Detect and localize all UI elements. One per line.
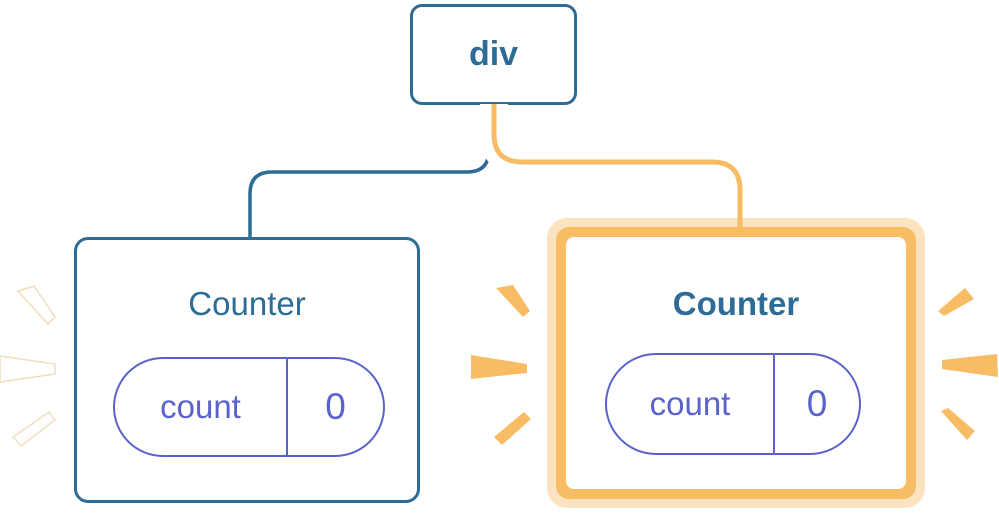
- spark-icon: [471, 355, 527, 379]
- spark-icon: [0, 355, 56, 383]
- spark-icon: [496, 285, 530, 317]
- spark-icon: [941, 408, 975, 440]
- root-node-div: div: [410, 4, 577, 105]
- counter-node-right: Counter count 0: [566, 237, 906, 489]
- sparks-right-counter-right: [938, 288, 998, 440]
- edge-div-to-left-counter: [248, 104, 491, 240]
- state-pill: count 0: [113, 357, 385, 457]
- edge-div-to-right-counter: [491, 104, 743, 231]
- spark-icon: [16, 285, 56, 326]
- state-key: count: [115, 359, 288, 455]
- counter-node-right-highlight-outer: Counter count 0: [547, 218, 925, 508]
- sparks-right-counter-left: [471, 285, 531, 445]
- root-node-label: div: [468, 35, 519, 73]
- spark-icon: [494, 412, 531, 445]
- state-value: 0: [806, 383, 828, 424]
- counter-label: Counter: [188, 285, 306, 322]
- counter-node-right-highlight-inner: Counter count 0: [556, 227, 916, 499]
- spark-icon: [11, 410, 57, 448]
- spark-icon: [942, 354, 998, 377]
- state-key: count: [607, 355, 775, 453]
- state-pill: count 0: [605, 353, 861, 455]
- state-value: 0: [325, 386, 346, 427]
- edge-div-to-right-counter-casing: [480, 104, 754, 218]
- spark-icon: [938, 288, 974, 316]
- counter-label: Counter: [672, 285, 800, 322]
- sparks-left-counter: [0, 285, 57, 448]
- counter-node-left: Counter count 0: [74, 237, 420, 503]
